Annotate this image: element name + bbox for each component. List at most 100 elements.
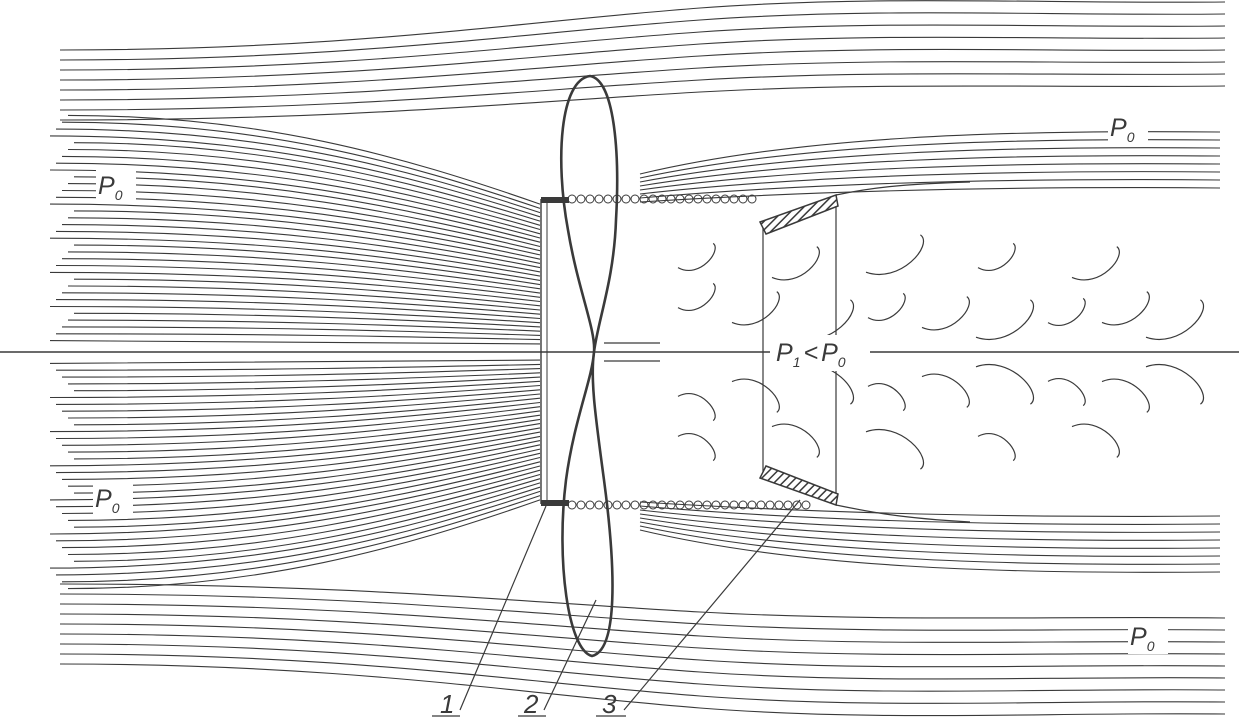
streamline bbox=[639, 171, 1221, 195]
vortex-arc bbox=[1071, 246, 1120, 281]
vortex-arc bbox=[771, 423, 820, 458]
streamline bbox=[67, 478, 541, 556]
streamline bbox=[55, 162, 541, 235]
streamline bbox=[55, 196, 541, 256]
streamline bbox=[55, 230, 541, 277]
rotor-frame bbox=[540, 197, 569, 506]
streamline bbox=[61, 189, 541, 252]
vortex-arc bbox=[921, 296, 970, 331]
streamline bbox=[59, 663, 1226, 717]
vortex-arc bbox=[795, 299, 854, 340]
vortex-arc bbox=[771, 246, 820, 281]
vortex-coil bbox=[648, 500, 658, 510]
hub-marks bbox=[604, 342, 660, 362]
vortex-coil bbox=[693, 194, 703, 204]
callout-1 bbox=[432, 505, 547, 717]
streamline bbox=[639, 517, 1221, 549]
vortex-arc bbox=[677, 433, 716, 462]
streamline bbox=[67, 499, 541, 590]
callout-2 bbox=[518, 599, 597, 717]
streamline bbox=[61, 292, 541, 315]
streamline bbox=[73, 278, 541, 307]
streamline bbox=[55, 406, 541, 440]
streamline bbox=[61, 431, 541, 480]
vortex-coil bbox=[612, 500, 622, 510]
streamline bbox=[73, 244, 541, 286]
streamline bbox=[59, 633, 1226, 680]
streamline bbox=[73, 142, 541, 222]
streamline bbox=[55, 448, 541, 508]
svg-text:P0: P0 bbox=[98, 172, 123, 203]
streamline bbox=[59, 85, 1226, 121]
streamline bbox=[73, 482, 541, 562]
streamline bbox=[639, 529, 1221, 573]
streamline bbox=[49, 135, 541, 218]
streamline bbox=[55, 427, 541, 474]
streamline bbox=[639, 513, 1221, 541]
streamline bbox=[59, 61, 1226, 101]
vortex-arc bbox=[977, 242, 1016, 271]
label-p0-lower-left: P0 bbox=[93, 482, 133, 516]
streamline bbox=[59, 643, 1226, 692]
streamline bbox=[67, 456, 541, 521]
vortex-coil bbox=[702, 194, 712, 204]
streamline bbox=[59, 653, 1226, 704]
streamline bbox=[49, 340, 541, 345]
streamline bbox=[49, 465, 541, 535]
vortex-arc bbox=[867, 383, 906, 412]
vortex-coil bbox=[576, 500, 586, 510]
streamline bbox=[73, 376, 541, 392]
vortex-coil bbox=[657, 500, 667, 510]
vortex-arc bbox=[865, 429, 924, 470]
vortex-coil bbox=[657, 194, 667, 204]
vortex-arc bbox=[867, 292, 906, 321]
streamline bbox=[61, 121, 541, 209]
streamline bbox=[639, 163, 1221, 191]
streamline bbox=[59, 593, 1226, 631]
outer-streamlines bbox=[59, 0, 1226, 717]
vortex-coil bbox=[693, 500, 703, 510]
streamline bbox=[639, 139, 1221, 179]
vortex-coil bbox=[567, 500, 577, 510]
streamline bbox=[59, 73, 1226, 111]
streamline bbox=[59, 36, 1226, 81]
streamline bbox=[55, 384, 541, 405]
streamline bbox=[639, 155, 1221, 187]
streamline bbox=[639, 521, 1221, 557]
vortex-coil bbox=[594, 500, 604, 510]
streamline bbox=[55, 363, 541, 371]
vortex-coil bbox=[738, 194, 748, 204]
streamline bbox=[73, 397, 541, 426]
streamline bbox=[73, 418, 541, 460]
streamline bbox=[55, 299, 541, 320]
streamline bbox=[59, 623, 1226, 668]
streamline bbox=[61, 224, 541, 273]
vortex-coil bbox=[684, 194, 694, 204]
label-pressure-relation: P1<P0 bbox=[770, 335, 870, 371]
vortex-coil bbox=[738, 500, 748, 510]
streamline bbox=[59, 48, 1226, 91]
streamline bbox=[59, 12, 1226, 61]
vortex-coil bbox=[621, 500, 631, 510]
vortex-coil bbox=[720, 194, 730, 204]
streamline bbox=[61, 473, 541, 549]
vortex-coil bbox=[720, 500, 730, 510]
label-p0-upper-right: P0 bbox=[1108, 110, 1148, 145]
vortex-arc bbox=[731, 291, 780, 326]
streamline bbox=[639, 179, 1221, 199]
streamline bbox=[49, 401, 541, 433]
streamline bbox=[55, 264, 541, 298]
streamline bbox=[73, 461, 541, 528]
streamline bbox=[67, 285, 541, 311]
streamline bbox=[67, 319, 541, 332]
rotor-blade bbox=[559, 74, 619, 658]
streamline bbox=[67, 183, 541, 248]
streamline bbox=[639, 501, 1221, 517]
label-p0-upper-left: P0 bbox=[96, 168, 136, 203]
streamline bbox=[61, 326, 541, 336]
vortex-arc bbox=[1101, 291, 1150, 326]
streamline bbox=[67, 251, 541, 290]
streamline bbox=[639, 509, 1221, 533]
vortex-coil bbox=[666, 194, 676, 204]
